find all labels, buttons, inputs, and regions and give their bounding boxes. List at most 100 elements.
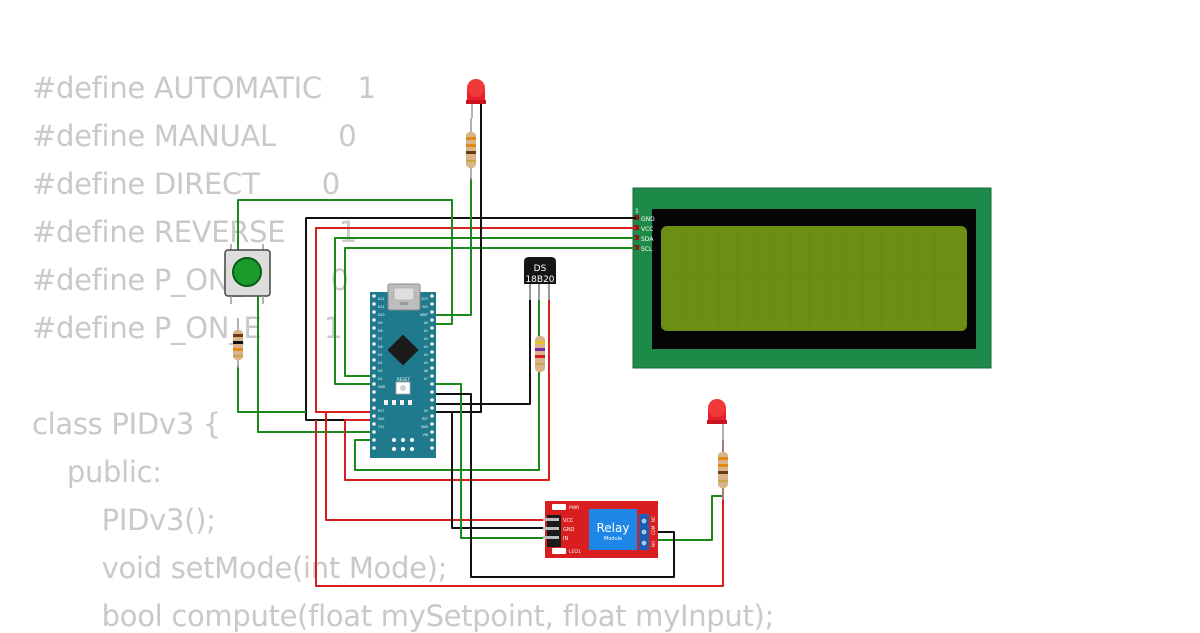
nano-board [370, 292, 436, 458]
pin-label: A7 [424, 377, 428, 381]
lcd-pin-label: SDA [641, 236, 654, 243]
pin-label: TX1 [377, 425, 384, 429]
mcu-chip [387, 334, 419, 366]
wire-button-gnd [257, 296, 374, 433]
lcd-pin-label: VCC [641, 226, 653, 233]
code-line: #define MANUAL 0 [32, 119, 357, 153]
pin-label: A4 [424, 353, 428, 357]
pin-label: VIN [422, 433, 428, 437]
relay-subtitle: Module [604, 536, 622, 542]
pin-label: GND [421, 425, 429, 429]
pin-label: 5V [424, 409, 429, 413]
resistor-body [718, 452, 728, 488]
resistor-led-right[interactable] [718, 444, 728, 500]
wires [237, 104, 724, 587]
pin-label: GND [378, 385, 386, 389]
led-dome [708, 399, 726, 417]
pin-label: RX0 [378, 417, 384, 421]
relay-pin-label: VCC [563, 518, 574, 524]
relay-title: Relay [597, 521, 630, 535]
relay-pin-label: IN [563, 536, 568, 542]
sensor-label: DS [534, 264, 547, 274]
pin-label: D7 [378, 337, 382, 341]
lcd-pin-label: 1 [635, 208, 639, 215]
wire-ds-gnd [432, 292, 531, 405]
relay-module[interactable]: VCC GND IN PWR LED1 Relay Module NC COM … [543, 501, 658, 558]
relay-status-led [552, 548, 566, 554]
wire-lcd-sda [334, 237, 636, 385]
code-line: PIDv3(); [66, 503, 216, 537]
relay-terminal-label: COM [651, 525, 656, 535]
icsp-header [392, 438, 414, 451]
pin-label: A0 [424, 321, 428, 325]
wire-relay-in [432, 383, 548, 539]
pin-label: A2 [424, 337, 428, 341]
wire-led2-vcc [315, 420, 724, 587]
pin-label: A5 [424, 361, 428, 365]
pin-label: D5 [378, 353, 382, 357]
lcd-screen [661, 226, 967, 331]
lcd-pin-sda [634, 235, 639, 240]
relay-led-label: LED1 [569, 549, 581, 555]
nano-right-pin-labels: D13 3V3 AREF A0 A1 A2 A3 A4 A5 A6 A7 5V … [420, 297, 429, 437]
nano-left-pin-labels: D12 D11 D10 D9 D8 D7 D6 D5 D4 D3 D2 GND … [377, 297, 386, 429]
lcd-pin-scl [634, 245, 639, 250]
wire-relay-vcc [325, 412, 548, 521]
arduino-nano[interactable]: RESET [370, 283, 436, 458]
pin-label: D3 [378, 369, 382, 373]
sensor-body [524, 257, 556, 284]
ds18b20-sensor[interactable]: DS 18B20 [524, 257, 556, 300]
led-top[interactable] [466, 79, 486, 118]
lcd-char-grid [665, 230, 963, 327]
code-line: #define P_ON_E 1 [32, 311, 342, 345]
wire-button-pulldown [237, 366, 306, 413]
reset-label: RESET [397, 377, 410, 382]
pin-label: D8 [378, 329, 382, 333]
pin-label: 3V3 [422, 305, 428, 309]
relay-pwr-led [552, 504, 566, 510]
nano-right-pins [430, 294, 434, 450]
lcd-display[interactable]: 1 GND VCC SDA SCL [632, 187, 992, 369]
relay-led-label: PWR [569, 505, 579, 511]
pin-label: D2 [378, 377, 382, 381]
led-right[interactable] [707, 399, 727, 444]
nano-left-pins [372, 294, 376, 450]
wire-led1-signal [432, 178, 472, 316]
lcd-pin-gnd [634, 215, 639, 220]
code-line: #define AUTOMATIC 1 [32, 71, 376, 105]
pin-label: D13 [421, 297, 428, 301]
resistor-sensor[interactable] [535, 336, 545, 372]
pin-label: A3 [424, 345, 428, 349]
relay-coil [589, 509, 637, 550]
relay-terminal-label: NO [651, 541, 656, 547]
pin-label: RST [422, 417, 428, 421]
pin-label: D4 [378, 361, 382, 365]
wire-relay-no [658, 495, 723, 541]
lcd-pin-vcc [634, 225, 639, 230]
pin-label: RST [378, 409, 384, 413]
wire-relay-com [432, 393, 675, 578]
button-cap [232, 257, 262, 287]
resistor-body [233, 330, 243, 360]
pin-label: A6 [424, 369, 428, 373]
code-line: public: [49, 455, 162, 489]
pin-label: D9 [378, 321, 382, 325]
relay-terminal-label: NC [651, 516, 656, 522]
relay-pin-label: GND [563, 527, 575, 533]
code-line: bool compute(float mySetpoint, float myI… [66, 599, 775, 633]
resistor-button[interactable] [233, 318, 243, 368]
lcd-pin-label: SCL [641, 246, 653, 253]
wire-ds-vcc [344, 292, 550, 481]
pin-label: A1 [424, 329, 428, 333]
pin-label: D10 [378, 313, 385, 317]
led-dome [467, 79, 485, 97]
pin-label: AREF [420, 313, 428, 317]
wire-button-signal [237, 199, 453, 325]
wire-lcd-vcc [315, 227, 636, 413]
push-button[interactable] [224, 244, 271, 304]
wire-relay-gnd [432, 411, 548, 529]
code-line: void setMode(int Mode); [66, 551, 448, 585]
sensor-label: 18B20 [525, 275, 554, 285]
resistor-led-top[interactable] [466, 118, 476, 180]
